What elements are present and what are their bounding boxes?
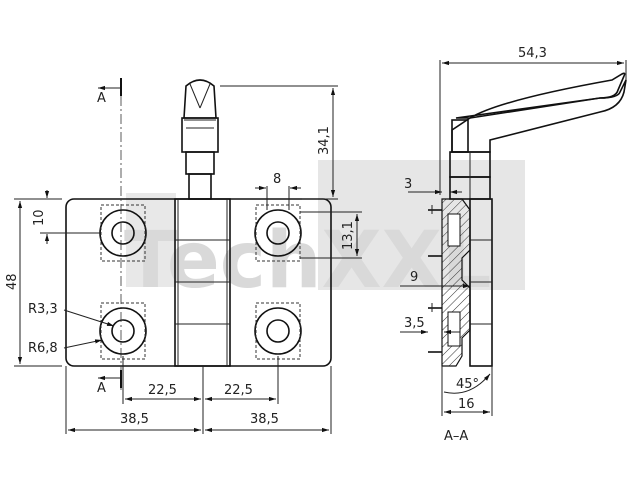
- clamp-lever-arm: [455, 72, 626, 119]
- dim-radius-small: R3,3: [28, 302, 58, 317]
- front-dimensions: 48 10 8 34,1 13,1 R3,3 R6,8: [5, 85, 362, 434]
- dim-base-depth: 16: [458, 397, 475, 412]
- dim-span-right: 38,5: [250, 412, 279, 427]
- dim-hole-pitch: 13,1: [341, 221, 356, 250]
- section-view: 54,3 3 9 3,5 16 45° A–A: [400, 46, 627, 444]
- section-a-bottom: A: [97, 381, 106, 396]
- section-label: A–A: [444, 429, 468, 444]
- watermark-text: TechXXL: [124, 216, 492, 306]
- hole-bottom-right: [254, 302, 302, 360]
- dim-radius-large: R6,8: [28, 341, 58, 356]
- dim-height-total: 48: [5, 273, 20, 290]
- dim-hole-offset: 10: [32, 209, 47, 226]
- dim-flange: 3: [404, 177, 412, 192]
- front-view: A A: [65, 78, 332, 396]
- dim-angle: 45°: [456, 377, 479, 392]
- hole-top-left: [99, 204, 147, 262]
- dim-slot-width: 8: [273, 172, 281, 187]
- dim-section-depth: 9: [410, 270, 418, 285]
- dim-span-left: 38,5: [120, 412, 149, 427]
- dim-half-pitch-right: 22,5: [224, 383, 253, 398]
- dim-width-total: 54,3: [518, 46, 547, 61]
- dim-lever-height: 34,1: [317, 126, 332, 155]
- hole-bottom-left: [99, 302, 147, 360]
- hole-top-right: [254, 204, 302, 262]
- section-pins: [428, 205, 442, 353]
- clamp-lever-front: [181, 79, 219, 200]
- dim-half-pitch-left: 22,5: [148, 383, 177, 398]
- section-a-top: A: [97, 91, 106, 106]
- dim-lip: 3,5: [404, 316, 425, 331]
